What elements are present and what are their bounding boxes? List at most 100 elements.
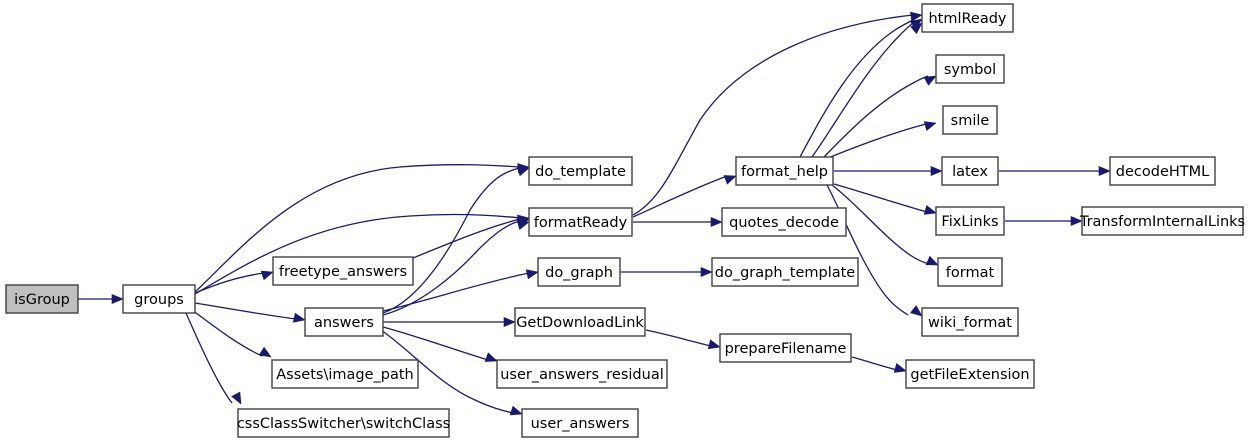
node-box[interactable]: [921, 3, 1014, 33]
arrowhead-icon: [509, 405, 523, 416]
graph-node-getdownloadlink[interactable]: GetDownloadLink: [514, 307, 646, 337]
arrowhead-layer: [111, 11, 1111, 416]
arrowhead-icon: [258, 346, 272, 358]
node-box[interactable]: [237, 408, 450, 438]
graph-node-preparefilename[interactable]: prepareFilename: [719, 333, 852, 363]
call-edge: [826, 184, 909, 316]
arrowhead-icon: [525, 269, 539, 280]
graph-node-symbol[interactable]: symbol: [935, 54, 1005, 84]
call-edge: [645, 329, 712, 347]
node-box[interactable]: [528, 207, 633, 237]
arrowhead-icon: [930, 165, 943, 177]
node-box[interactable]: [735, 156, 834, 186]
node-box[interactable]: [514, 307, 646, 337]
call-edge: [827, 123, 927, 159]
graph-node-answers[interactable]: answers: [304, 307, 384, 337]
node-box[interactable]: [5, 284, 79, 314]
arrowhead-icon: [1098, 165, 1111, 177]
graph-node-user-answers-residual[interactable]: user_answers_residual: [496, 359, 668, 389]
node-box[interactable]: [1081, 206, 1244, 236]
node-box[interactable]: [942, 105, 998, 135]
arrowhead-icon: [910, 11, 923, 22]
arrowhead-icon: [710, 216, 723, 228]
call-edge: [194, 213, 521, 295]
node-box[interactable]: [935, 54, 1005, 84]
call-edge: [380, 329, 514, 414]
graph-node-groups[interactable]: groups: [122, 284, 196, 314]
graph-node-latex[interactable]: latex: [941, 156, 999, 186]
arrowhead-icon: [700, 266, 713, 278]
call-edge: [632, 175, 728, 218]
arrowhead-icon: [909, 305, 923, 317]
graph-node-fixlinks[interactable]: FixLinks: [935, 206, 1005, 236]
call-edge: [194, 302, 297, 320]
graph-node-smile[interactable]: smile: [942, 105, 998, 135]
graph-node-do-graph-template[interactable]: do_graph_template: [711, 257, 859, 287]
arrowhead-icon: [231, 391, 242, 405]
arrowhead-icon: [484, 352, 498, 362]
call-edge: [823, 75, 929, 158]
node-box[interactable]: [271, 359, 419, 389]
arrowhead-icon: [292, 312, 306, 323]
node-box[interactable]: [1109, 156, 1216, 186]
graph-node-transforminternallinks[interactable]: TransformInternalLinks: [1079, 206, 1245, 236]
node-box[interactable]: [935, 206, 1005, 236]
arrowhead-icon: [910, 22, 923, 35]
node-box[interactable]: [122, 284, 196, 314]
arrowhead-icon: [925, 255, 939, 266]
node-box[interactable]: [721, 207, 847, 237]
node-box[interactable]: [496, 359, 668, 389]
node-box[interactable]: [937, 257, 1003, 287]
arrowhead-icon: [1070, 215, 1083, 227]
call-edge: [851, 356, 898, 371]
call-edge: [191, 309, 263, 357]
node-box[interactable]: [719, 333, 852, 363]
graph-node-formatready[interactable]: formatReady: [528, 207, 633, 237]
arrowhead-icon: [516, 166, 530, 177]
arrowhead-icon: [923, 205, 937, 215]
graph-node-user-answers[interactable]: user_answers: [521, 408, 639, 438]
call-edge: [194, 164, 521, 293]
arrowhead-icon: [111, 293, 124, 305]
graph-node-cssclassswitcher-switchclass[interactable]: cssClassSwitcher\switchClass: [237, 408, 450, 438]
call-edge: [833, 183, 928, 213]
arrowhead-icon: [707, 339, 721, 350]
node-box[interactable]: [921, 307, 1019, 337]
call-edge: [811, 22, 914, 158]
graph-node-assets-image-path[interactable]: Assets\image_path: [271, 359, 419, 389]
arrowhead-icon: [923, 121, 937, 131]
call-edge: [382, 272, 530, 312]
arrowhead-icon: [516, 220, 530, 230]
call-edge: [632, 14, 914, 216]
node-box[interactable]: [528, 156, 633, 186]
graph-node-quotes-decode[interactable]: quotes_decode: [721, 207, 847, 237]
node-box[interactable]: [521, 408, 639, 438]
call-edge: [799, 19, 914, 158]
graph-node-do-template[interactable]: do_template: [528, 156, 633, 186]
arrowhead-icon: [503, 316, 516, 328]
graph-node-htmlready[interactable]: htmlReady: [921, 3, 1014, 33]
graph-node-decodehtml[interactable]: decodeHTML: [1109, 156, 1216, 186]
node-box[interactable]: [272, 256, 414, 286]
edge-layer: [78, 14, 1101, 414]
arrowhead-icon: [923, 75, 937, 86]
node-box[interactable]: [537, 257, 621, 287]
graph-node-freetype-answers[interactable]: freetype_answers: [272, 256, 414, 286]
call-edge: [831, 184, 930, 265]
call-edge: [185, 312, 233, 404]
arrowhead-icon: [723, 175, 737, 185]
node-box[interactable]: [304, 307, 384, 337]
graph-node-do-graph[interactable]: do_graph: [537, 257, 621, 287]
call-edge: [382, 167, 521, 314]
graph-node-format[interactable]: format: [937, 257, 1003, 287]
node-box[interactable]: [941, 156, 999, 186]
call-edge: [382, 326, 489, 361]
graph-node-wiki-format[interactable]: wiki_format: [921, 307, 1019, 337]
graph-node-getfileextension[interactable]: getFileExtension: [905, 359, 1035, 389]
node-box[interactable]: [905, 359, 1035, 389]
node-box[interactable]: [711, 257, 859, 287]
graph-node-isgroup[interactable]: isGroup: [5, 284, 79, 314]
graph-node-format-help[interactable]: format_help: [735, 156, 834, 186]
